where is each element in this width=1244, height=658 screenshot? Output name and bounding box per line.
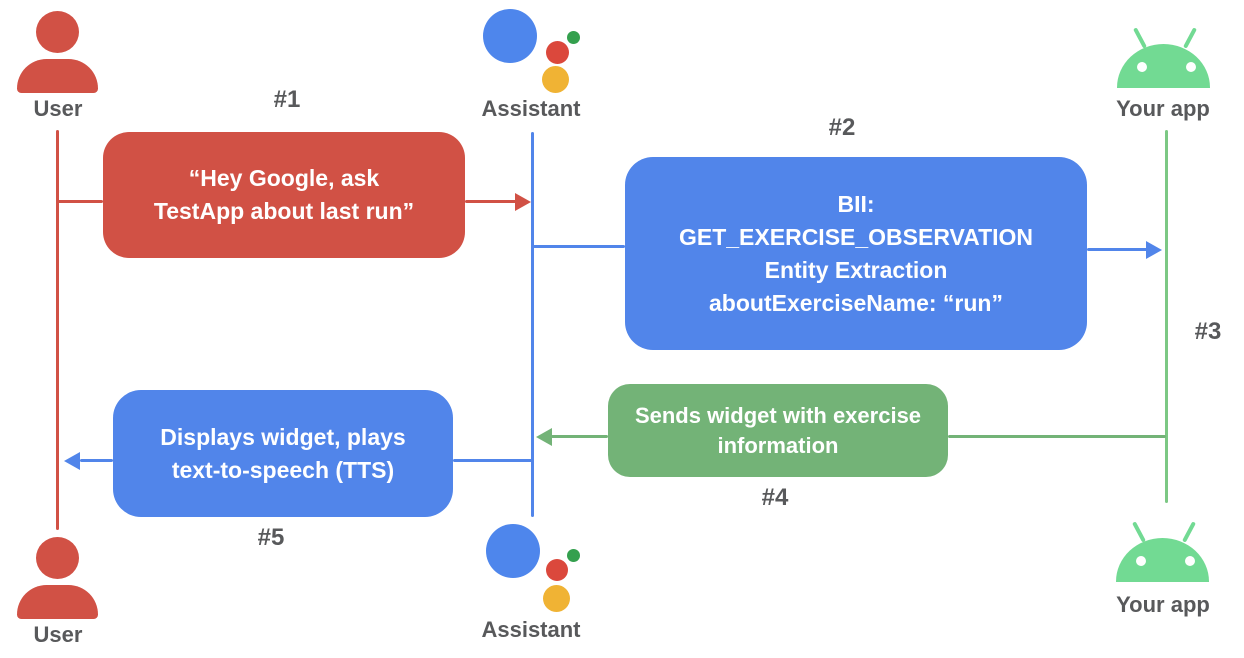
step-1-badge: #1 — [273, 86, 301, 113]
android-eye-icon — [1137, 62, 1147, 72]
your-app-label-top: Your app — [1116, 96, 1210, 121]
user-label-bottom: User — [33, 622, 83, 647]
android-head-icon — [1117, 44, 1210, 88]
assistant-label-top: Assistant — [481, 96, 581, 121]
step-2-message-box: BII: GET_EXERCISE_OBSERVATION Entity Ext… — [625, 157, 1087, 350]
arrow-right-icon — [1146, 241, 1162, 259]
step-2-badge: #2 — [828, 114, 856, 141]
android-antenna-icon — [1132, 521, 1146, 543]
android-eye-icon — [1185, 556, 1195, 566]
android-eye-icon — [1186, 62, 1196, 72]
step-1-message-box: “Hey Google, ask TestApp about last run” — [103, 132, 465, 258]
your-app-label-bottom: Your app — [1116, 592, 1210, 617]
assistant-blue-dot — [486, 524, 540, 578]
assistant-lifeline — [531, 132, 534, 517]
arrow-left-icon — [64, 452, 80, 470]
assistant-green-dot — [567, 549, 580, 562]
android-eye-icon — [1136, 556, 1146, 566]
step-5-message-box: Displays widget, plays text-to-speech (T… — [113, 390, 453, 517]
user-to-box1-line — [57, 200, 103, 203]
assistant-green-dot — [567, 31, 580, 44]
assistant-red-dot — [546, 41, 569, 64]
person-icon — [36, 537, 79, 579]
arrow-right-icon — [515, 193, 531, 211]
assistant-yellow-dot — [543, 585, 570, 612]
step-4-message-box: Sends widget with exercise information — [608, 384, 948, 477]
android-antenna-icon — [1182, 521, 1196, 543]
box5-to-user-line — [80, 459, 113, 462]
assistant-red-dot — [546, 559, 568, 581]
user-label-top: User — [33, 96, 83, 121]
android-head-icon — [1116, 538, 1209, 582]
assistant-label-bottom: Assistant — [481, 617, 581, 642]
user-lifeline — [56, 130, 59, 530]
assistant-to-box2-line — [533, 245, 625, 248]
your-app-lifeline — [1165, 130, 1168, 503]
assistant-to-box5-line — [453, 459, 533, 462]
person-icon — [36, 11, 79, 53]
assistant-yellow-dot — [542, 66, 569, 93]
step-4-badge: #4 — [761, 484, 789, 511]
step-3-badge: #3 — [1194, 318, 1222, 345]
app-to-box4-line — [948, 435, 1166, 438]
android-antenna-icon — [1183, 27, 1197, 49]
box1-to-assistant-line — [465, 200, 517, 203]
arrow-left-icon — [536, 428, 552, 446]
step-5-badge: #5 — [257, 524, 285, 551]
android-antenna-icon — [1133, 27, 1147, 49]
assistant-blue-dot — [483, 9, 537, 63]
person-icon — [17, 585, 98, 619]
person-icon — [17, 59, 98, 93]
box4-to-assistant-line — [551, 435, 608, 438]
box2-to-app-line — [1087, 248, 1148, 251]
